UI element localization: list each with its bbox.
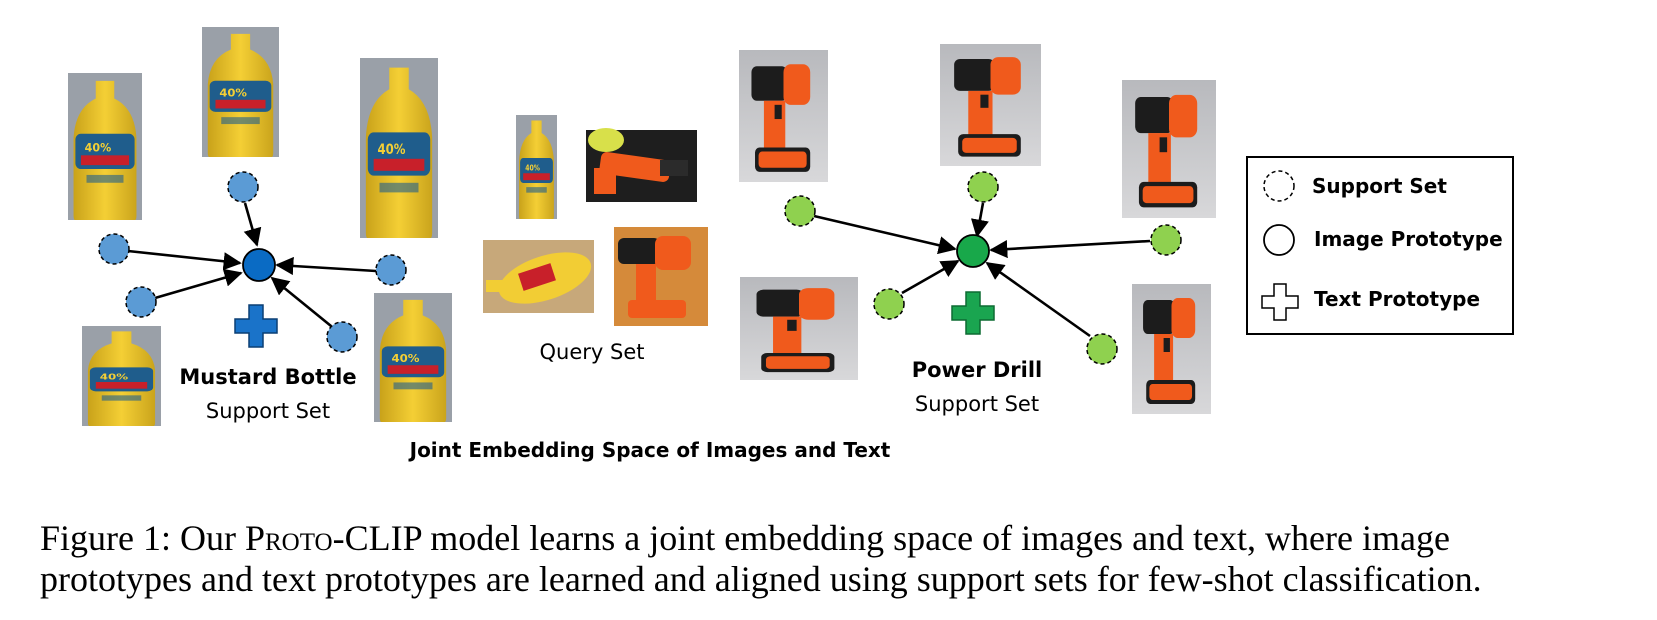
mustard-group-subtitle: Support Set: [206, 399, 330, 423]
drill-support-image-1: [739, 50, 828, 182]
drill-group-subtitle: Support Set: [915, 392, 1039, 416]
mustard-support-image-2: [202, 27, 279, 157]
drill-support-image-2: [940, 44, 1041, 166]
drill-text-prototype: [951, 291, 995, 335]
mustard-support-image-4: [82, 326, 161, 426]
joint-embedding-label: Joint Embedding Space of Images and Text: [408, 438, 891, 462]
drill-support-image-4: [740, 277, 858, 380]
legend-text-prototype-label: Text Prototype: [1314, 287, 1480, 311]
model-name-smallcaps: Proto: [244, 518, 333, 558]
mustard-support-image-5: [374, 293, 452, 422]
support-point: [375, 254, 407, 286]
legend-support-set-icon: [1263, 170, 1295, 202]
mustard-image-prototype: [242, 248, 276, 282]
drill-image-prototype: [956, 234, 990, 268]
support-point: [1150, 224, 1182, 256]
support-point: [98, 233, 130, 265]
legend-image-prototype-label: Image Prototype: [1314, 227, 1503, 251]
caption-line-1: Figure 1: Our Proto-CLIP model learns a …: [40, 518, 1450, 558]
figure-caption: Figure 1: Our Proto-CLIP model learns a …: [40, 518, 1657, 600]
mustard-arrows: [127, 202, 377, 328]
support-point: [1086, 333, 1118, 365]
mustard-text-prototype: [234, 304, 278, 348]
legend-support-set-label: Support Set: [1312, 174, 1447, 198]
support-point: [326, 321, 358, 353]
drill-arrows: [813, 202, 1151, 338]
support-point: [227, 171, 259, 203]
mustard-support-image-1: [68, 73, 142, 220]
drill-group-title: Power Drill: [912, 358, 1043, 382]
drill-support-image-5: [1132, 284, 1211, 414]
drill-support-image-3: [1122, 80, 1216, 218]
drill-support-points: [784, 171, 1182, 365]
query-set-label: Query Set: [540, 340, 645, 364]
support-point: [784, 195, 816, 227]
mustard-group-title: Mustard Bottle: [179, 365, 356, 389]
mustard-support-points: [98, 171, 407, 353]
support-point: [873, 288, 905, 320]
query-image-mustard-2: [483, 240, 594, 313]
mustard-support-image-3: [360, 58, 438, 238]
support-point: [967, 171, 999, 203]
query-image-mustard-1: [516, 115, 557, 219]
caption-line-2: prototypes and text prototypes are learn…: [40, 559, 1482, 599]
figure-canvas: 40%: [68, 27, 1514, 462]
query-image-drill-1: [586, 128, 697, 202]
support-point: [125, 286, 157, 318]
legend: Support Set Image Prototype Text Prototy…: [1246, 156, 1514, 335]
query-image-drill-2: [614, 227, 708, 326]
legend-text-prototype-icon: [1261, 283, 1299, 321]
legend-image-prototype-icon: [1263, 224, 1295, 256]
